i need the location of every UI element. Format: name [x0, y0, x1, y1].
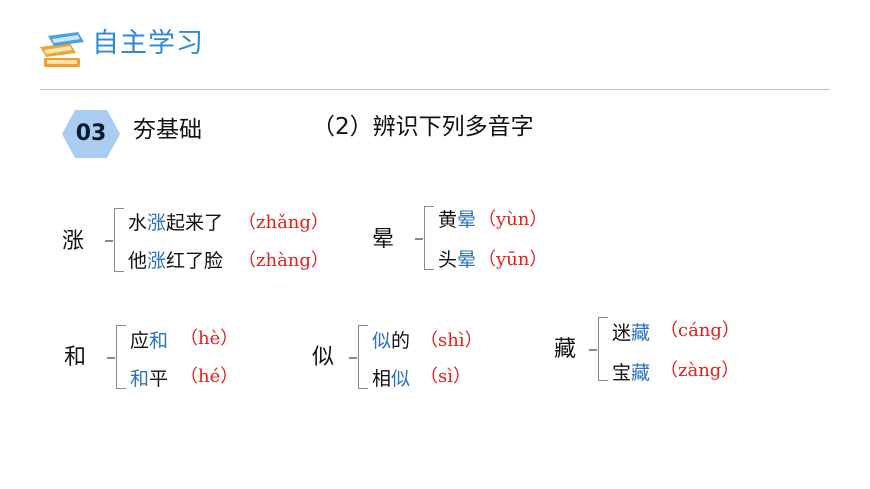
divider	[40, 89, 830, 90]
page-title: 自主学习	[92, 28, 204, 59]
highlighted-char: 和	[149, 330, 169, 352]
pinyin: （shì）	[420, 330, 483, 351]
book-stack-icon	[38, 30, 88, 72]
bracket-stub	[105, 240, 113, 242]
highlighted-char: 藏	[631, 362, 651, 384]
highlighted-char: 晕	[457, 249, 477, 271]
group-char: 晕	[372, 227, 395, 252]
pinyin: （hé）	[180, 366, 239, 387]
section-number-badge: 03	[62, 110, 120, 158]
exercise-subtitle: （2）辨识下列多音字	[312, 114, 534, 140]
pinyin: （yūn）	[478, 249, 548, 270]
highlighted-char: 似	[391, 368, 411, 390]
group-char: 藏	[554, 337, 577, 362]
bracket-stub	[415, 238, 423, 240]
section-label: 夯基础	[133, 117, 202, 143]
pinyin: （sì）	[420, 366, 471, 387]
word: 和平	[130, 368, 169, 390]
highlighted-char: 涨	[147, 212, 167, 234]
word: 应和	[130, 330, 169, 352]
bracket	[598, 317, 608, 381]
pinyin: （hè）	[180, 328, 239, 349]
word: 黄晕	[438, 209, 477, 231]
word: 宝藏	[612, 362, 651, 384]
highlighted-char: 晕	[457, 209, 477, 231]
word: 水涨起来了	[128, 212, 224, 234]
pinyin: （zhàng）	[238, 250, 329, 271]
pinyin: （cáng）	[660, 320, 740, 341]
word: 迷藏	[612, 322, 651, 344]
word: 相似	[372, 368, 411, 390]
group-char: 和	[64, 345, 87, 370]
highlighted-char: 和	[130, 368, 150, 390]
bracket	[424, 206, 434, 270]
pinyin: （yùn）	[478, 209, 548, 230]
highlighted-char: 似	[372, 330, 392, 352]
group-char: 涨	[62, 229, 85, 254]
word: 头晕	[438, 249, 477, 271]
highlighted-char: 藏	[631, 322, 651, 344]
word: 他涨红了脸	[128, 250, 224, 272]
group-char: 似	[312, 345, 335, 370]
bracket-stub	[107, 357, 115, 359]
pinyin: （zhǎng）	[238, 212, 329, 233]
word: 似的	[372, 330, 411, 352]
highlighted-char: 涨	[147, 250, 167, 272]
bracket	[358, 325, 368, 389]
bracket	[114, 208, 124, 272]
bracket-stub	[589, 349, 597, 351]
section-number: 03	[75, 121, 107, 146]
bracket-stub	[349, 357, 357, 359]
bracket	[116, 325, 126, 389]
pinyin: （zàng）	[660, 360, 740, 381]
